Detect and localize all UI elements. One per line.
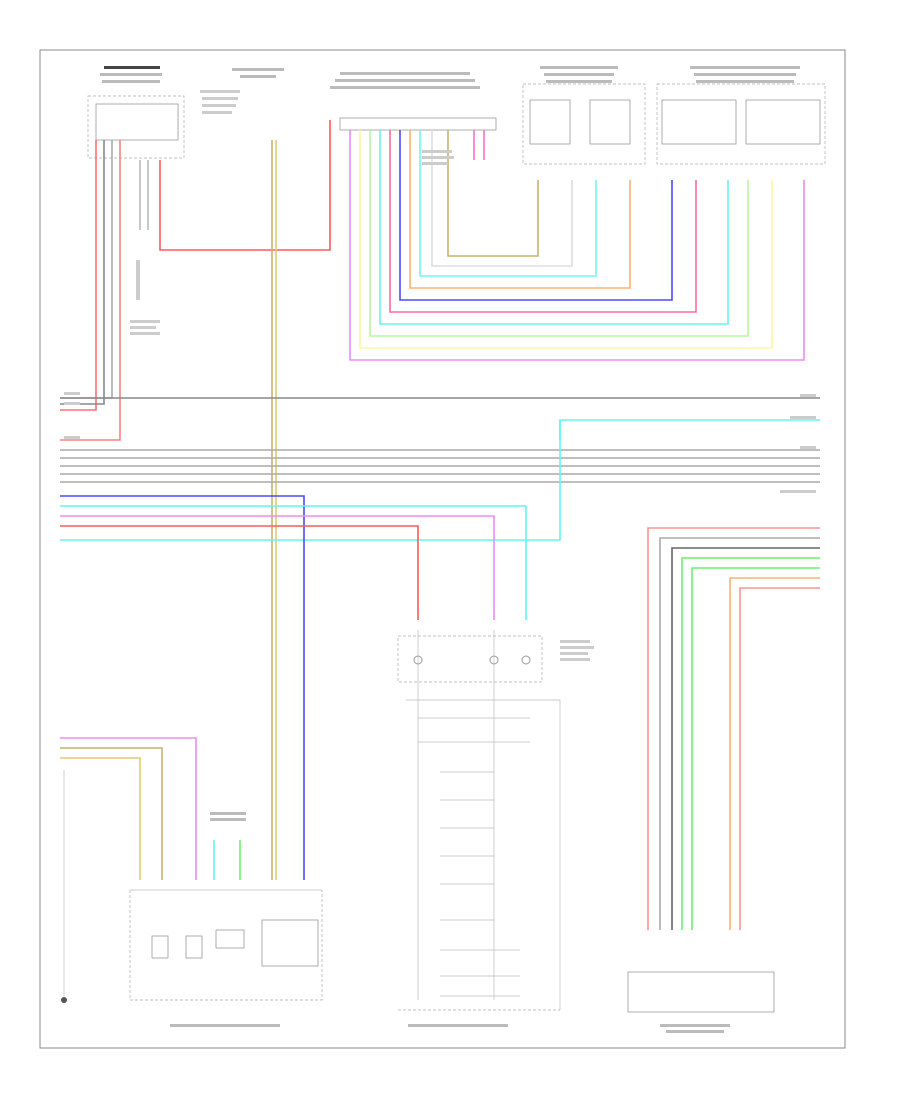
center-switch-block (397, 630, 561, 1027)
wires-top-left (60, 120, 331, 441)
wires-right-lower (647, 527, 820, 930)
bottom-right-module (627, 971, 775, 1033)
diagram-frame (39, 49, 846, 1049)
top-center-connector (330, 72, 497, 131)
horizontal-bus (60, 397, 820, 880)
top-right-module-2 (656, 66, 826, 165)
top-middle-label (200, 68, 284, 114)
switch-rungs (418, 717, 530, 997)
wires-top-center-fan (349, 130, 805, 361)
tiny-labels (64, 150, 816, 661)
top-left-component (87, 66, 185, 159)
bottom-left-module (129, 812, 323, 1027)
top-right-module-1 (522, 66, 646, 165)
wires-bottom-left (60, 737, 241, 1003)
